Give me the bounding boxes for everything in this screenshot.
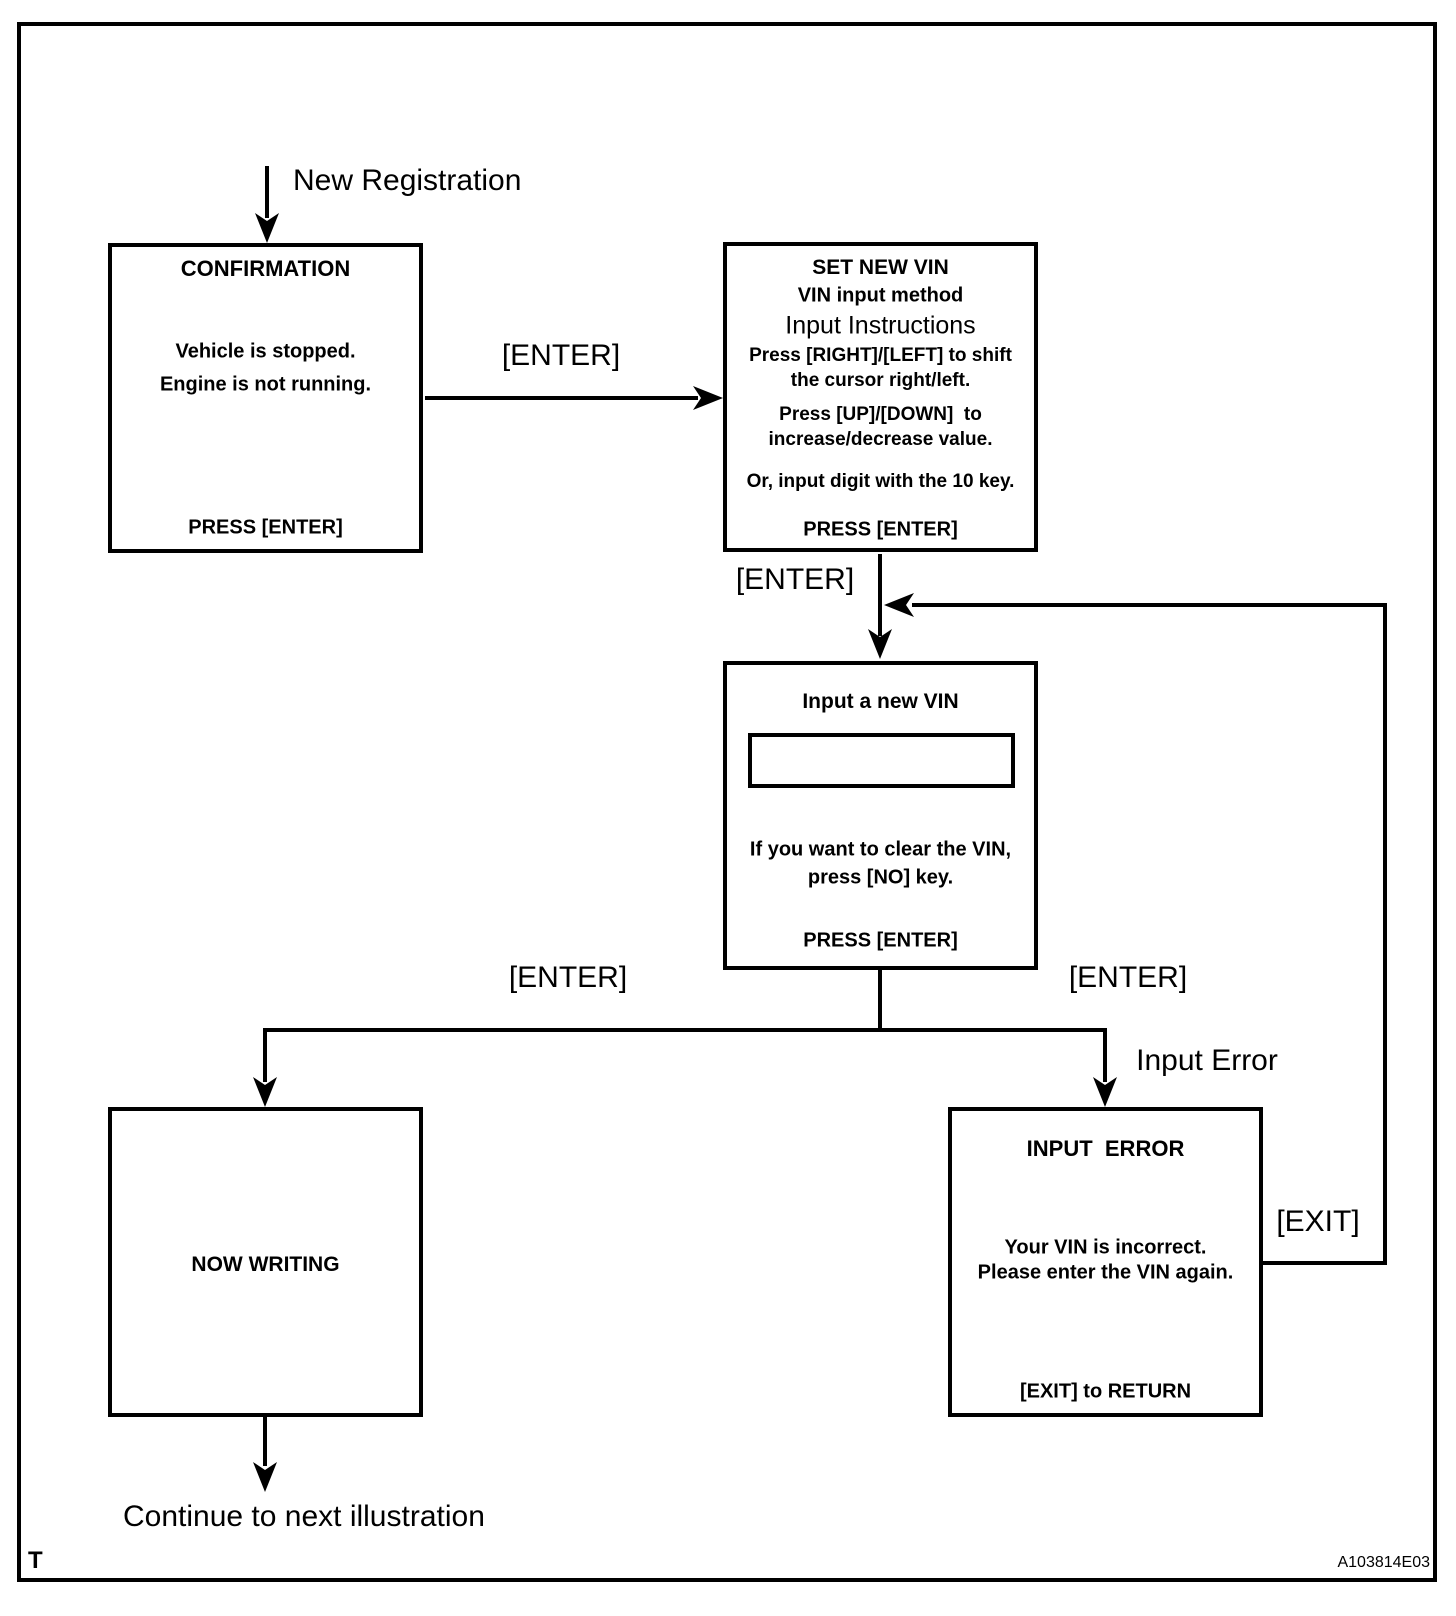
arrow-continue-next bbox=[253, 1417, 277, 1492]
set-new-vin-instruction: Or, input digit with the 10 key. bbox=[746, 471, 1015, 492]
set-new-vin-instruction: Press [UP]/[DOWN] to bbox=[779, 404, 982, 425]
box-input-vin: Input a new VIN If you want to clear the… bbox=[723, 661, 1038, 970]
input-error-body-line: Please enter the VIN again. bbox=[977, 1261, 1234, 1284]
label-enter-set-vin: [ENTER] bbox=[735, 563, 855, 596]
input-vin-note-line: press [NO] key. bbox=[807, 866, 954, 889]
set-new-vin-subtitle: VIN input method bbox=[797, 284, 964, 307]
label-enter-confirmation: [ENTER] bbox=[501, 339, 621, 372]
box-confirmation: CONFIRMATION Vehicle is stopped. Engine … bbox=[108, 243, 423, 553]
vin-input-field bbox=[748, 733, 1015, 788]
box-input-error: INPUT ERROR Your VIN is incorrect. Pleas… bbox=[948, 1107, 1263, 1417]
set-new-vin-instruction: Press [RIGHT]/[LEFT] to shift bbox=[749, 345, 1012, 366]
set-new-vin-heading: Input Instructions bbox=[785, 311, 976, 340]
set-new-vin-title: SET NEW VIN bbox=[812, 256, 949, 279]
arrow-confirmation-to-setvin bbox=[425, 386, 723, 410]
label-continue-next: Continue to next illustration bbox=[123, 1500, 485, 1533]
input-vin-title: Input a new VIN bbox=[802, 690, 959, 713]
label-enter-error: [ENTER] bbox=[1068, 961, 1188, 994]
set-new-vin-instruction: increase/decrease value. bbox=[768, 429, 993, 450]
now-writing-title: NOW WRITING bbox=[191, 1253, 340, 1276]
split-connector bbox=[253, 970, 1117, 1107]
set-new-vin-press-enter: PRESS [ENTER] bbox=[803, 518, 958, 541]
input-vin-note-line: If you want to clear the VIN, bbox=[749, 838, 1012, 861]
box-set-new-vin: SET NEW VIN VIN input method Input Instr… bbox=[723, 242, 1038, 552]
input-error-title: INPUT ERROR bbox=[1026, 1136, 1185, 1161]
arrow-new-registration bbox=[255, 166, 279, 243]
footer-left-mark: T bbox=[28, 1547, 43, 1574]
confirmation-body-line: Engine is not running. bbox=[159, 373, 372, 396]
page-border bbox=[17, 22, 1437, 1582]
input-error-exit-return: [EXIT] to RETURN bbox=[1019, 1380, 1192, 1403]
confirmation-press-enter: PRESS [ENTER] bbox=[188, 516, 343, 539]
figure-code: A103814E03 bbox=[1337, 1554, 1430, 1571]
set-new-vin-instruction: the cursor right/left. bbox=[790, 370, 971, 391]
label-new-registration: New Registration bbox=[293, 164, 522, 197]
label-input-error: Input Error bbox=[1136, 1044, 1278, 1077]
label-enter-write: [ENTER] bbox=[508, 961, 628, 994]
label-exit: [EXIT] bbox=[1276, 1205, 1360, 1238]
confirmation-title: CONFIRMATION bbox=[180, 256, 351, 281]
confirmation-body-line: Vehicle is stopped. bbox=[175, 340, 356, 363]
arrow-setvin-to-inputvin bbox=[868, 554, 892, 659]
box-now-writing: NOW WRITING bbox=[108, 1107, 423, 1417]
input-vin-press-enter: PRESS [ENTER] bbox=[803, 929, 958, 952]
return-path-exit bbox=[884, 593, 1387, 1265]
input-error-body-line: Your VIN is incorrect. bbox=[1004, 1236, 1207, 1259]
